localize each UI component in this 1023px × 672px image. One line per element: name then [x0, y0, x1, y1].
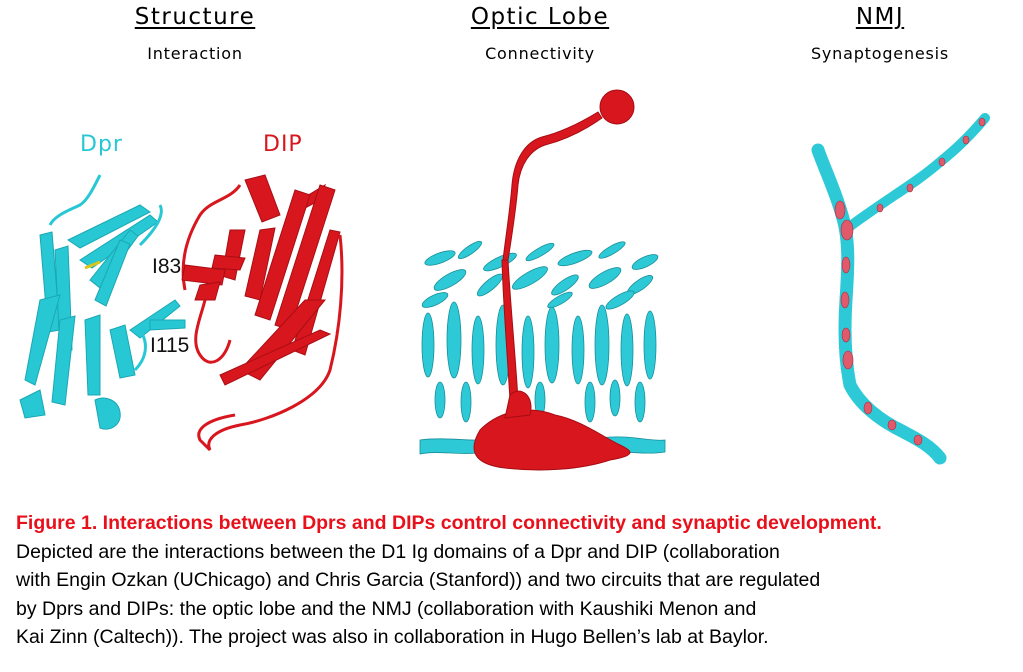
residue-label-i115: I115	[150, 334, 189, 357]
panel-title-structure: Structure	[134, 4, 256, 30]
caption-line: with Engin Ozkan (UChicago) and Chris Ga…	[16, 569, 821, 591]
residue-label-i83: I83	[152, 255, 181, 278]
nmj-heading: NMJ Synaptogenesis	[780, 4, 980, 63]
panel-title-nmj: NMJ	[855, 4, 905, 30]
structure-heading: Structure Interaction	[95, 4, 295, 63]
optic-lobe-image	[419, 89, 666, 471]
panel-subtitle-synaptogenesis: Synaptogenesis	[810, 44, 950, 63]
panel-subtitle-interaction: Interaction	[147, 44, 243, 63]
caption-line: by Dprs and DIPs: the optic lobe and the…	[16, 597, 757, 620]
panel-subtitle-connectivity: Connectivity	[485, 44, 595, 63]
dip-ribbon	[181, 174, 344, 452]
disulfide-bond	[84, 260, 101, 270]
figure-artwork: Dpr DIP	[19, 89, 990, 471]
nmj-side-branch	[840, 113, 990, 235]
optic-lobe-red-neuron	[473, 89, 635, 471]
optic-lobe-heading: Optic Lobe Connectivity	[440, 4, 640, 63]
caption-title: Figure 1. Interactions between Dprs and …	[16, 512, 882, 534]
nmj-boutons	[834, 117, 986, 446]
panel-title-optic-lobe: Optic Lobe	[470, 4, 610, 30]
dpr-ribbon	[19, 174, 186, 430]
caption-line: Kai Zinn (Caltech)). The project was als…	[16, 626, 769, 648]
nmj-image	[811, 113, 990, 465]
structure-ribbon-diagram: Dpr DIP	[19, 132, 344, 452]
nmj-main-branch	[811, 143, 947, 465]
dip-label: DIP	[263, 132, 303, 157]
dpr-label: Dpr	[80, 132, 123, 157]
caption-line: Depicted are the interactions between th…	[16, 540, 780, 563]
figure-caption: Figure 1. Interactions between Dprs and …	[16, 509, 1016, 652]
